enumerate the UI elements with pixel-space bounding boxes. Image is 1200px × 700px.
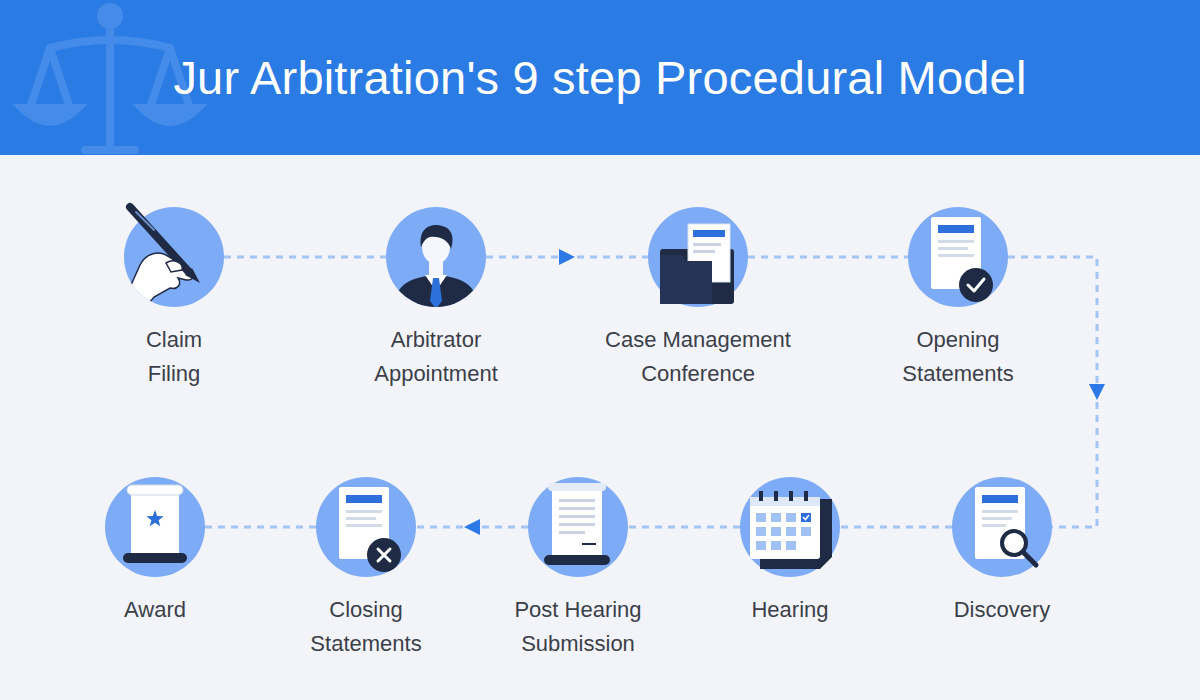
step-caption: Discovery	[902, 593, 1102, 627]
dashed-connector	[748, 257, 908, 258]
step-caption: Award	[55, 593, 255, 627]
scales-pan	[22, 108, 78, 122]
step-circle: Case Management Conference	[648, 207, 748, 307]
step-circle: Post Hearing Submission	[528, 477, 628, 577]
step-circle: Award	[105, 477, 205, 577]
step-caption: Closing Statements	[296, 593, 436, 661]
step-circle: Claim Filing	[124, 207, 224, 307]
scales-base	[85, 146, 135, 154]
step-label: Arbitrator Appointment	[356, 323, 516, 391]
step-circle: Opening Statements	[908, 207, 1008, 307]
dashed-connector	[224, 257, 386, 258]
scales-beam	[50, 40, 170, 48]
step-label: Discovery	[902, 593, 1102, 627]
step-caption: Arbitrator Appointment	[356, 323, 516, 391]
step-caption: Opening Statements	[888, 323, 1028, 391]
dashed-connector	[416, 519, 528, 535]
step-label: Hearing	[690, 593, 890, 627]
scales-string	[50, 48, 70, 108]
connector-line	[840, 526, 952, 529]
connector-line	[224, 256, 386, 259]
connector-line	[748, 256, 908, 259]
step-circle: Closing Statements	[316, 477, 416, 577]
dashed-connector	[205, 527, 316, 528]
step-label: Case Management Conference	[598, 323, 798, 391]
connector-line	[628, 526, 740, 529]
dashed-connector	[840, 527, 952, 528]
step-label: Post Hearing Submission	[493, 593, 663, 661]
step-caption: Claim Filing	[129, 323, 219, 391]
scales-symbol	[22, 7, 198, 150]
arrow-head	[1089, 384, 1105, 400]
step-caption: Hearing	[690, 593, 890, 627]
diagram-title: Jur Arbitration's 9 step Procedural Mode…	[0, 0, 1200, 155]
arrow-head	[464, 519, 480, 535]
dashed-connector	[486, 249, 648, 265]
scales-string	[150, 48, 170, 108]
step-caption: Case Management Conference	[598, 323, 798, 391]
arrow-head	[559, 249, 575, 265]
step-label: Award	[55, 593, 255, 627]
step-label: Opening Statements	[888, 323, 1028, 391]
step-circle: Arbitrator Appointment	[386, 207, 486, 307]
scales-string	[30, 48, 50, 108]
connector-line	[205, 526, 316, 529]
step-label: Claim Filing	[129, 323, 219, 391]
step-circle: Hearing	[740, 477, 840, 577]
step-label: Closing Statements	[296, 593, 436, 661]
scales-pan	[142, 108, 198, 122]
step-caption: Post Hearing Submission	[493, 593, 663, 661]
step-circle: Discovery	[952, 477, 1052, 577]
dashed-connector	[628, 527, 740, 528]
